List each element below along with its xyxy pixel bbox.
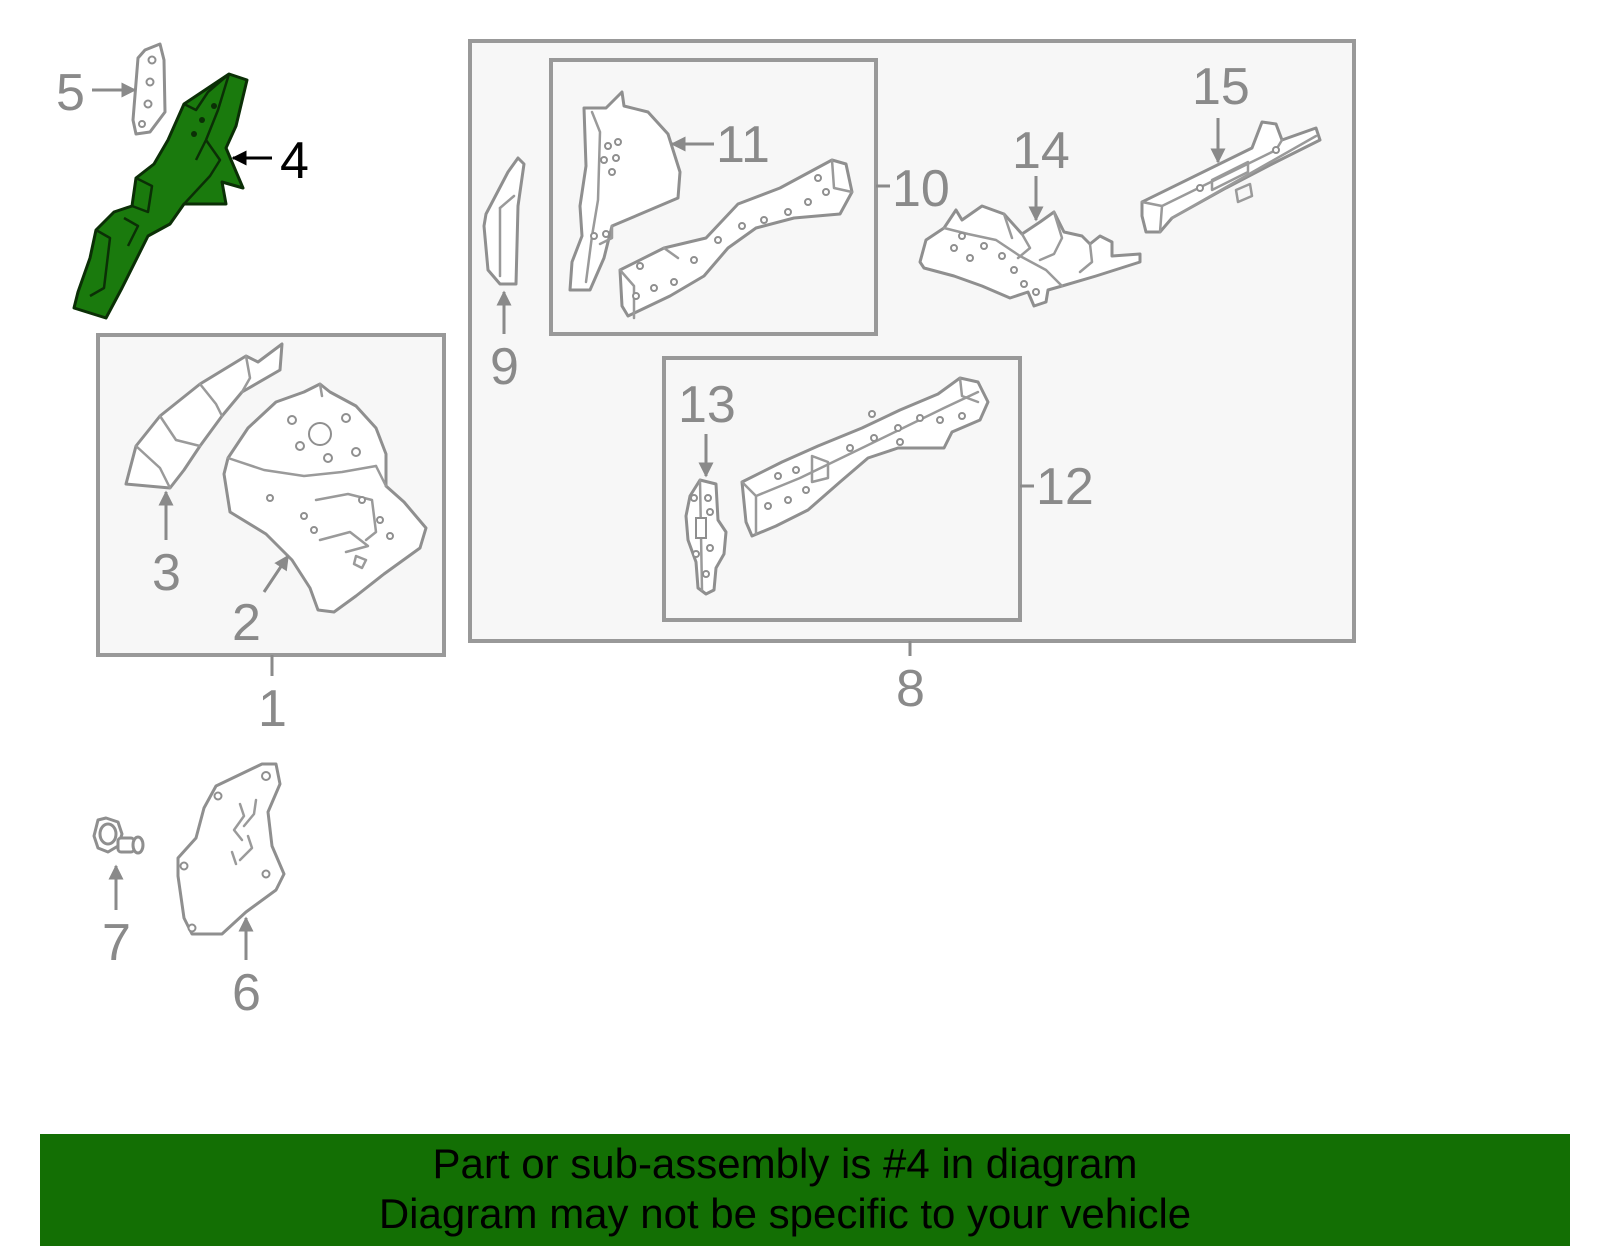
part-2-wheelhouse[interactable]	[222, 382, 428, 614]
part-11-panel[interactable]	[568, 90, 682, 292]
part-12-rail[interactable]	[740, 376, 990, 538]
callout-7[interactable]: 7	[102, 914, 131, 972]
callout-9[interactable]: 9	[490, 338, 519, 396]
part-3-reinforcement[interactable]	[124, 342, 284, 490]
callout-6[interactable]: 6	[232, 964, 261, 1022]
callout-14[interactable]: 14	[1012, 122, 1070, 180]
leader-2	[262, 554, 290, 593]
part-13-bracket[interactable]	[684, 478, 728, 596]
part-9-bracket[interactable]	[482, 156, 526, 286]
callout-10[interactable]: 10	[892, 160, 950, 218]
callout-4[interactable]: 4	[280, 132, 309, 190]
callout-12[interactable]: 12	[1036, 458, 1094, 516]
callout-11[interactable]: 11	[716, 116, 770, 174]
callout-5[interactable]: 5	[56, 64, 85, 122]
callout-1[interactable]: 1	[258, 680, 287, 738]
part-7-nut[interactable]	[92, 816, 145, 855]
callout-8[interactable]: 8	[896, 660, 925, 718]
callout-13[interactable]: 13	[678, 376, 736, 434]
part-15-rail[interactable]	[1140, 120, 1322, 234]
banner-line-disclaimer: Diagram may not be specific to your vehi…	[378, 1190, 1192, 1237]
part-4-highlighted[interactable]	[72, 72, 249, 320]
callout-3[interactable]: 3	[152, 544, 181, 602]
part-6-shield[interactable]	[176, 762, 286, 936]
banner-line-part: Part or sub-assembly is #4 in diagram	[432, 1140, 1138, 1187]
info-banner: Part or sub-assembly is #4 in diagram Di…	[40, 1134, 1570, 1246]
part-14-floor-section[interactable]	[918, 204, 1142, 308]
callout-15[interactable]: 15	[1192, 58, 1250, 116]
part-5-bracket[interactable]	[131, 42, 167, 136]
part-10-rail[interactable]	[618, 158, 854, 320]
callout-2[interactable]: 2	[232, 594, 261, 652]
